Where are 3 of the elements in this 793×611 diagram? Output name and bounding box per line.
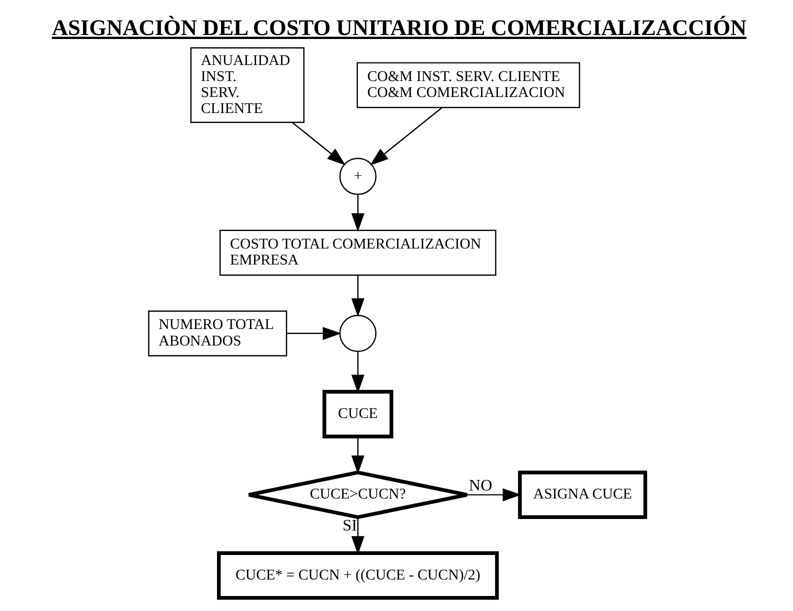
diagram-title: ASIGNACIÒN DEL COSTO UNITARIO DE COMERCIALIZACCIÓN [51, 14, 746, 40]
edge-label: SI [342, 518, 356, 535]
edge-label: NO [468, 477, 492, 494]
